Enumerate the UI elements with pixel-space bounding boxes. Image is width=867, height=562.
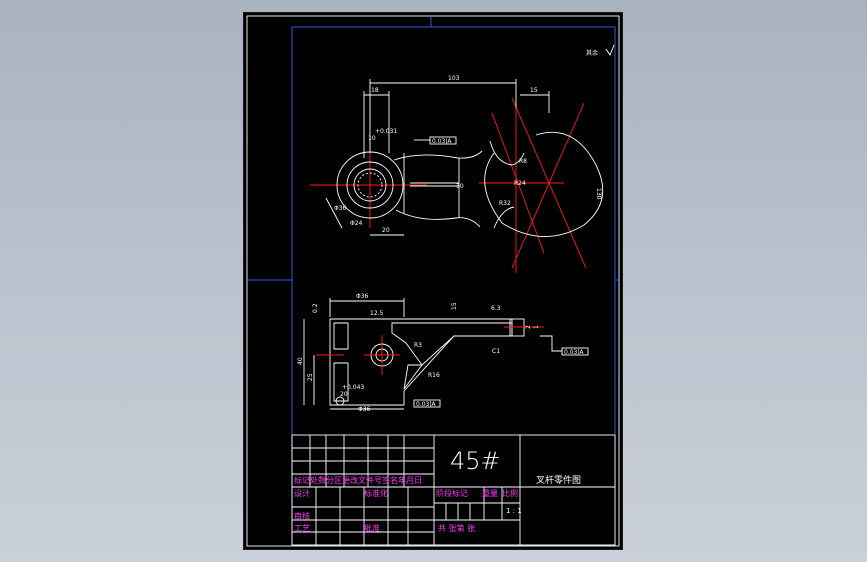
svg-text:Φ24: Φ24 bbox=[350, 220, 363, 227]
svg-text:阶段标记: 阶段标记 bbox=[436, 488, 468, 498]
surface-note: 其余 bbox=[586, 49, 598, 57]
title-block: 标记处数分区更改文件号签名年月日 设计 标准化 阶段标记 重量 比例 审核 工艺… bbox=[291, 434, 616, 546]
svg-text:10: 10 bbox=[368, 135, 376, 142]
svg-text:比例: 比例 bbox=[502, 488, 518, 498]
svg-text:18: 18 bbox=[371, 87, 379, 94]
svg-text:1: 1 bbox=[533, 325, 540, 329]
svg-text:C1: C1 bbox=[492, 348, 500, 355]
svg-text:Φ36: Φ36 bbox=[356, 293, 369, 300]
svg-text:R16: R16 bbox=[428, 372, 440, 379]
svg-text:Φ36: Φ36 bbox=[358, 406, 371, 413]
svg-text:6.3: 6.3 bbox=[491, 305, 501, 312]
svg-text:12.5: 12.5 bbox=[370, 310, 384, 317]
svg-text:30: 30 bbox=[456, 183, 464, 190]
svg-text:重量: 重量 bbox=[482, 488, 498, 498]
section-view: Φ36 0.2 12.5 15 40 25 R3 R16 bbox=[297, 293, 589, 413]
svg-text:工艺: 工艺 bbox=[294, 524, 310, 533]
cad-drawing: 其余 103 18 bbox=[246, 15, 620, 547]
svg-text:0.2: 0.2 bbox=[312, 303, 319, 313]
drawing-sheet: 其余 103 18 bbox=[244, 13, 622, 549]
svg-text:+0.031: +0.031 bbox=[375, 128, 397, 135]
svg-text:15: 15 bbox=[530, 87, 538, 94]
svg-text:批准: 批准 bbox=[364, 523, 380, 533]
svg-text:标准化: 标准化 bbox=[364, 488, 388, 498]
outer-border bbox=[246, 15, 620, 547]
top-view: 103 18 15 +0.031 10 0.03|A 20 30 130 R24… bbox=[310, 75, 604, 273]
svg-text:R3: R3 bbox=[414, 342, 422, 349]
roughness-symbol bbox=[605, 44, 615, 56]
svg-text:R8: R8 bbox=[519, 158, 527, 165]
svg-text:0.03|A: 0.03|A bbox=[564, 349, 584, 356]
svg-text:R24: R24 bbox=[514, 180, 526, 187]
svg-text:设计: 设计 bbox=[294, 488, 310, 498]
svg-text:审核: 审核 bbox=[294, 511, 310, 521]
part-name: 叉杆零件图 bbox=[536, 474, 581, 486]
svg-text:40: 40 bbox=[297, 357, 304, 365]
svg-text:共 张第 张: 共 张第 张 bbox=[438, 523, 475, 533]
svg-text:20: 20 bbox=[340, 391, 348, 398]
svg-text:25: 25 bbox=[307, 373, 314, 381]
svg-text:130: 130 bbox=[595, 188, 602, 200]
svg-text:Φ36: Φ36 bbox=[334, 205, 347, 212]
svg-text:0.03|A: 0.03|A bbox=[416, 401, 436, 408]
svg-text:2: 2 bbox=[525, 325, 532, 329]
material-label: 45# bbox=[450, 447, 501, 475]
svg-text:20: 20 bbox=[382, 227, 390, 234]
svg-text:15: 15 bbox=[451, 302, 458, 310]
svg-text:103: 103 bbox=[448, 75, 460, 82]
svg-text:R32: R32 bbox=[499, 200, 511, 207]
scale-value: 1 : 1 bbox=[506, 507, 522, 515]
svg-text:+0.043: +0.043 bbox=[342, 384, 364, 391]
title-row-header: 标记处数分区更改文件号签名年月日 bbox=[294, 475, 422, 485]
svg-text:0.03|A: 0.03|A bbox=[432, 138, 452, 145]
